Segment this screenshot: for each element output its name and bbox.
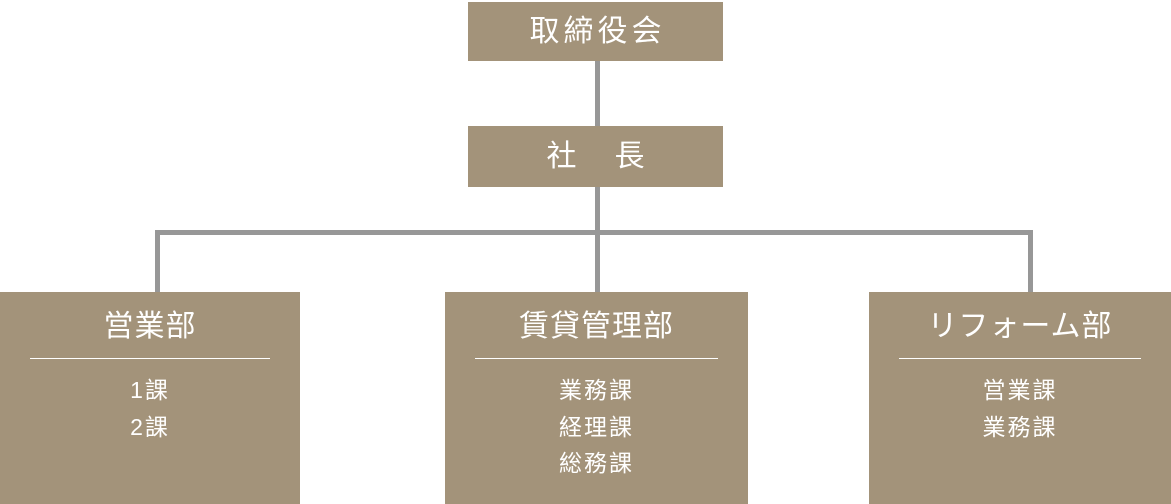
dept-title-divider — [475, 358, 718, 359]
connector-board-to-president — [595, 61, 600, 126]
dept-section-item: 経理課 — [559, 413, 634, 440]
org-node-board-label: 取締役会 — [529, 14, 666, 48]
org-node-president: 社 長 — [468, 126, 723, 187]
dept-section-item: 業務課 — [982, 413, 1058, 440]
connector-horizontal-branch — [155, 230, 1033, 235]
connector-president-to-middle-dept — [595, 187, 600, 292]
org-node-board: 取締役会 — [468, 2, 723, 61]
connector-drop-right-dept — [1028, 234, 1033, 292]
connector-drop-left-dept — [155, 234, 160, 292]
dept-section-item: 2課 — [130, 413, 170, 440]
dept-section-item: 1課 — [130, 377, 170, 403]
dept-box-reform: リフォーム部 営業課業務課 — [869, 292, 1171, 504]
dept-section-item: 総務課 — [559, 450, 634, 476]
dept-title: 営業部 — [103, 310, 197, 343]
org-node-president-label: 社 長 — [546, 139, 649, 173]
dept-title: リフォーム部 — [927, 310, 1113, 343]
dept-section-list: 業務課経理課総務課 — [445, 372, 748, 482]
dept-section-item: 業務課 — [559, 377, 634, 403]
dept-title: 賃貸管理部 — [519, 310, 674, 343]
dept-title-divider — [899, 358, 1141, 359]
dept-section-list: 営業課業務課 — [869, 372, 1171, 445]
dept-box-rental-management: 賃貸管理部 業務課経理課総務課 — [445, 292, 748, 504]
dept-section-item: 営業課 — [982, 377, 1058, 403]
dept-title-divider — [30, 358, 270, 359]
